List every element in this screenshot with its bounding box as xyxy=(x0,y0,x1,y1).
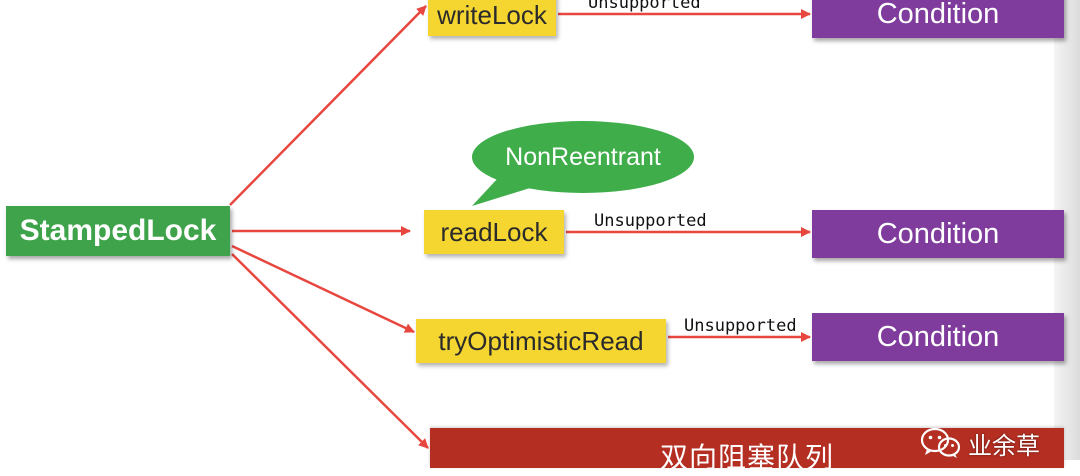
condition-node-writelock: Condition xyxy=(812,0,1064,38)
arrow-to-writelock xyxy=(229,5,427,206)
arrow-to-tryoptimisticread xyxy=(231,244,415,334)
nonreentrant-label: NonReentrant xyxy=(505,142,661,171)
unsupported-label-writelock: Unsupported xyxy=(588,0,701,13)
condition-node-tryoptimisticread: Condition xyxy=(812,313,1064,361)
note-bubble xyxy=(472,121,694,206)
writelock-node: writeLock xyxy=(428,0,556,36)
tryoptimisticread-node: tryOptimisticRead xyxy=(416,319,666,363)
arrow-to-queue xyxy=(231,253,429,449)
stampedlock-node: StampedLock xyxy=(6,206,230,256)
unsupported-label-tryoptimisticread: Unsupported xyxy=(684,316,797,336)
wechat-icon xyxy=(920,427,961,458)
readlock-node: readLock xyxy=(424,210,564,254)
unsupported-label-readlock: Unsupported xyxy=(594,211,707,231)
watermark-text: 业余草 xyxy=(968,432,1040,460)
condition-node-readlock: Condition xyxy=(812,210,1064,258)
watermark: 业余草 xyxy=(920,426,1040,460)
diagram-canvas xyxy=(229,5,811,449)
